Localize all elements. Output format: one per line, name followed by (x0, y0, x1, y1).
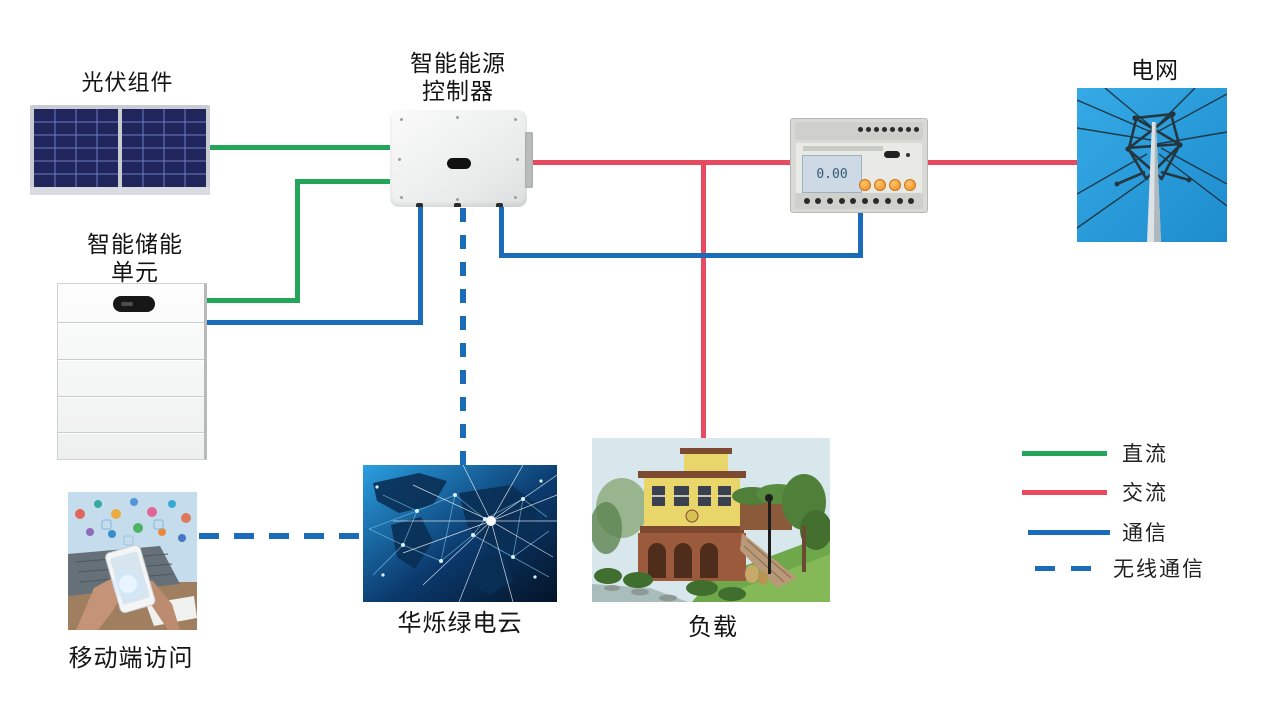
cloud-platform-image (363, 465, 557, 602)
solar-panel-icon (30, 105, 210, 195)
grid-image (1077, 88, 1227, 242)
controller-label: 智能能源 控制器 (410, 50, 506, 105)
legend-comm-line (1028, 529, 1110, 535)
legend-wireless-label: 无线通信 (1113, 558, 1205, 581)
energy-meter-image: 0.00 (790, 118, 928, 213)
meter-buttons (859, 179, 916, 191)
phone-in-hands-icon (68, 492, 197, 630)
battery-image (57, 283, 207, 460)
meter-led (906, 153, 910, 157)
comm-line-controller-drop (499, 204, 504, 256)
network-globe-icon (363, 465, 557, 602)
legend-wireless-line (1035, 565, 1091, 571)
wireless-line-controller-to-cloud (460, 208, 466, 465)
legend-ac-line (1022, 489, 1107, 495)
meter-comm-module (884, 151, 900, 158)
comm-line-battery-horizontal (205, 320, 423, 325)
load-image (592, 438, 830, 602)
meter-brand-text (803, 146, 883, 151)
meter-lcd: 0.00 (802, 155, 862, 193)
meter-face: 0.00 (796, 143, 922, 195)
pv-panel-image (30, 103, 210, 197)
legend-row-wireless: 无线通信 (1035, 553, 1205, 583)
inverter-port (454, 203, 461, 207)
inverter-display (447, 158, 471, 169)
mobile-access-image (68, 492, 197, 630)
wireless-line-mobile-to-cloud (199, 533, 365, 539)
power-pole-icon (1077, 88, 1227, 242)
meter-body: 0.00 (790, 118, 928, 213)
legend-dc-label: 直流 (1122, 443, 1168, 466)
mobile-label: 移动端访问 (68, 645, 194, 672)
inverter-port (416, 203, 423, 207)
dc-line-battery-to-controller (295, 179, 390, 184)
meter-terminal-screws-bottom (795, 193, 923, 209)
comm-line-meter-riser (858, 210, 863, 256)
meter-terminal-screws-top (858, 127, 919, 132)
dc-line-pv-to-controller (208, 145, 392, 150)
legend-dc-line (1022, 450, 1107, 456)
villa-icon (592, 438, 830, 602)
legend-row-ac: 交流 (1022, 477, 1168, 507)
storage-label: 智能储能 单元 (87, 231, 183, 286)
pv-label: 光伏组件 (81, 70, 174, 95)
load-label: 负载 (688, 614, 738, 641)
legend-comm-label: 通信 (1122, 522, 1168, 545)
inverter-image (390, 110, 533, 207)
legend-row-dc: 直流 (1022, 438, 1168, 468)
inverter-side-bracket (525, 132, 533, 188)
legend-ac-label: 交流 (1122, 482, 1168, 505)
dc-line-battery-vertical (295, 179, 300, 303)
comm-line-to-meter-horizontal (499, 253, 863, 258)
comm-line-battery-vertical (418, 205, 423, 323)
battery-display (113, 296, 155, 312)
battery-body (57, 283, 207, 460)
grid-label: 电网 (1131, 57, 1179, 83)
inverter-body (390, 110, 527, 207)
inverter-port (496, 203, 503, 207)
dc-line-battery-horizontal (204, 298, 300, 303)
cloud-label: 华烁绿电云 (397, 610, 523, 637)
ac-line-to-load (701, 160, 706, 439)
legend-row-comm: 通信 (1028, 517, 1168, 547)
